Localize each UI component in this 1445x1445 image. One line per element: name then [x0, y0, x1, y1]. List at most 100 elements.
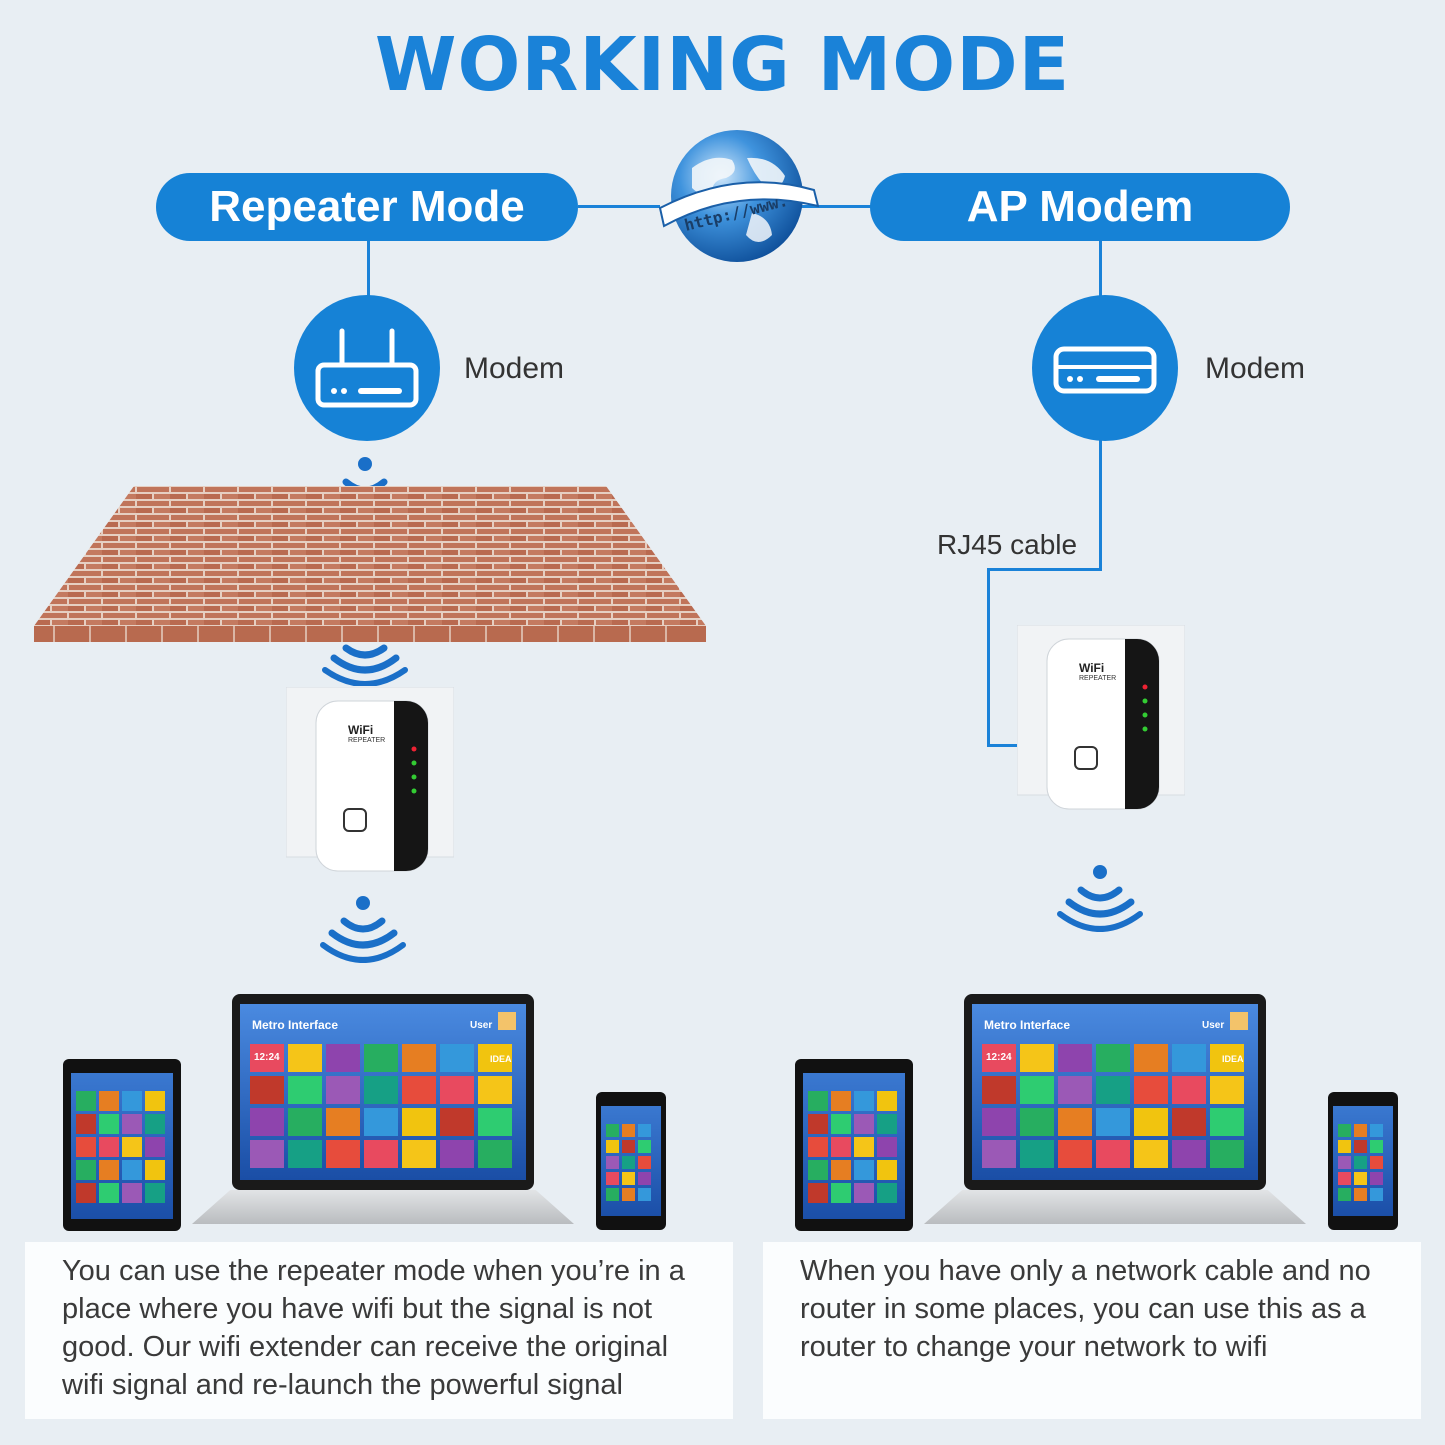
screen-tile: [1020, 1108, 1054, 1136]
connector-globe-right: [800, 205, 872, 208]
screen-tile: [76, 1091, 96, 1111]
screen-tile: [854, 1137, 874, 1157]
ap-modem-label: Modem: [1205, 352, 1306, 385]
page-title: WORKING MODE: [374, 22, 1071, 108]
screen-tile: [1020, 1044, 1054, 1072]
screen-tile: [831, 1137, 851, 1157]
globe-icon: http://www.: [652, 128, 822, 266]
screen-tile: [326, 1044, 360, 1072]
screen-tile-label: IDEA: [1222, 1054, 1244, 1064]
screen-tile: [440, 1108, 474, 1136]
wifi-extender: WiFi REPEATER: [1016, 624, 1186, 810]
screen-tile: [364, 1044, 398, 1072]
screen-tile: [99, 1160, 119, 1180]
phone: [596, 1092, 666, 1230]
screen-tile: [250, 1108, 284, 1136]
screen-tile: [76, 1183, 96, 1203]
screen-tile: [99, 1137, 119, 1157]
screen-tile: [122, 1160, 142, 1180]
screen-tile: [854, 1091, 874, 1111]
screen-tile: [1370, 1140, 1383, 1153]
screen-tile: [1172, 1044, 1206, 1072]
screen-clock: 12:24: [986, 1052, 1012, 1063]
screen-tile: [1058, 1108, 1092, 1136]
screen-tile: [1096, 1140, 1130, 1168]
screen-tile: [1058, 1044, 1092, 1072]
screen-tile: [982, 1044, 1016, 1072]
screen-tile: [1172, 1076, 1206, 1104]
screen-tile: [831, 1160, 851, 1180]
extender-brand: WiFi: [348, 723, 374, 737]
laptop-screen-user: User: [1202, 1020, 1225, 1031]
screen-tile: [145, 1183, 165, 1203]
ap-modem-circle: [1032, 295, 1178, 441]
connector-left-globe: [578, 205, 660, 208]
screen-tile: [622, 1188, 635, 1201]
screen-tile: [145, 1114, 165, 1134]
phone-screen: [601, 1106, 661, 1216]
screen-tile: [1338, 1156, 1351, 1169]
screen-tile: [854, 1160, 874, 1180]
router-icon: [315, 328, 419, 408]
screen-tile: [250, 1076, 284, 1104]
screen-tile: [1210, 1108, 1244, 1136]
screen-tile: [854, 1114, 874, 1134]
screen-tile: [1096, 1076, 1130, 1104]
screen-tile: [1210, 1140, 1244, 1168]
screen-tile: [638, 1156, 651, 1169]
tablet-screen: [803, 1073, 905, 1219]
screen-tile: [606, 1124, 619, 1137]
screen-tile: [808, 1114, 828, 1134]
rj45-cable-horizontal: [987, 568, 1102, 571]
ap-description: When you have only a network cable and n…: [763, 1242, 1421, 1419]
screen-tile: [1354, 1140, 1367, 1153]
screen-tile: [1058, 1140, 1092, 1168]
screen-tile: [1354, 1172, 1367, 1185]
screen-tile: [1096, 1044, 1130, 1072]
screen-tile: [440, 1140, 474, 1168]
screen-tile: [1210, 1076, 1244, 1104]
screen-tile: [122, 1091, 142, 1111]
screen-tile: [288, 1044, 322, 1072]
connector-repeater-down: [367, 240, 370, 297]
screen-tile: [1134, 1140, 1168, 1168]
screen-tile: [145, 1091, 165, 1111]
screen-tile: [1210, 1044, 1244, 1072]
screen-tile: [122, 1137, 142, 1157]
rj45-cable-plug: [987, 744, 1045, 747]
ap-modem-pill: AP Modem: [870, 173, 1290, 241]
tablet: [63, 1059, 181, 1231]
screen-tile: [808, 1183, 828, 1203]
screen-tile: [99, 1183, 119, 1203]
screen-tile: [1338, 1172, 1351, 1185]
screen-tile: [288, 1140, 322, 1168]
screen-tile: [1172, 1108, 1206, 1136]
screen-tile: [76, 1137, 96, 1157]
repeater-description: You can use the repeater mode when you’r…: [25, 1242, 733, 1419]
screen-tile: [76, 1160, 96, 1180]
screen-tile: [1338, 1188, 1351, 1201]
screen-tile: [1172, 1140, 1206, 1168]
screen-tile: [877, 1114, 897, 1134]
screen-tile: [622, 1172, 635, 1185]
repeater-mode-pill: Repeater Mode: [156, 173, 578, 241]
screen-tile: [402, 1140, 436, 1168]
wifi-signal-icon: [320, 896, 406, 963]
screen-tile: [638, 1140, 651, 1153]
wifi-extender: WiFi REPEATER: [285, 686, 455, 872]
screen-tile: [76, 1114, 96, 1134]
screen-tile: [877, 1091, 897, 1111]
laptop-screen-title: Metro Interface: [252, 1018, 339, 1032]
extender-sub: REPEATER: [1079, 675, 1117, 682]
screen-tile: [1134, 1044, 1168, 1072]
screen-tile: [402, 1044, 436, 1072]
screen-tile: [877, 1137, 897, 1157]
rj45-cable-down: [987, 568, 990, 746]
modem-icon: [1053, 346, 1157, 394]
screen-clock: 12:24: [254, 1052, 280, 1063]
screen-tile: [1370, 1188, 1383, 1201]
repeater-modem-circle: [294, 295, 440, 441]
screen-tile: [1370, 1156, 1383, 1169]
tablet: [795, 1059, 913, 1231]
